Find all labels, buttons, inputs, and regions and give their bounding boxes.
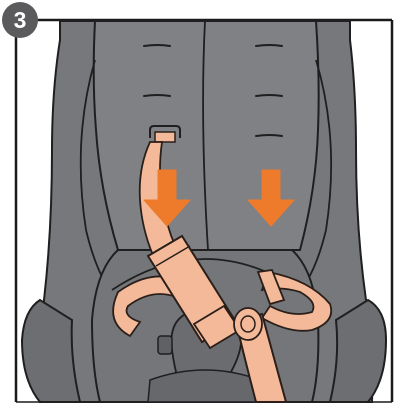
step-number: 3	[14, 9, 27, 32]
step-number-badge: 3	[2, 2, 38, 38]
seat-shell	[22, 21, 386, 402]
